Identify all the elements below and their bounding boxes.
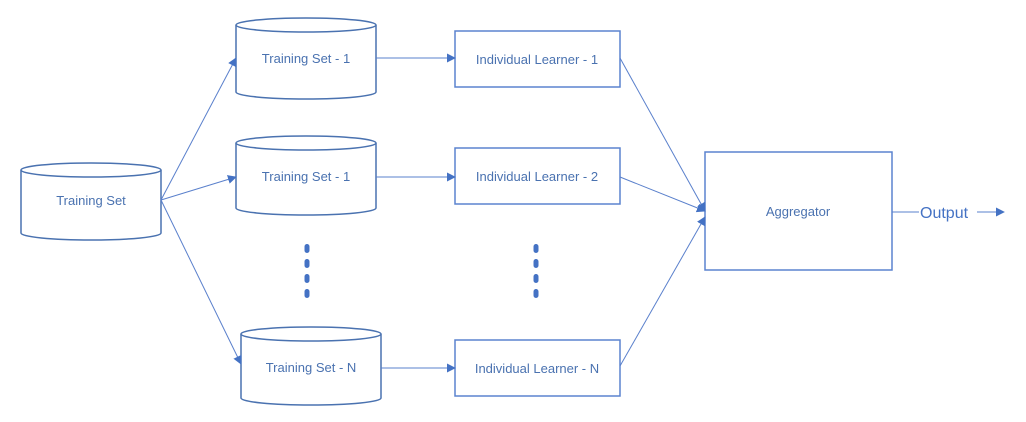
arrow-source-to-set-1: [160, 57, 237, 201]
ellipsis-learners: [533, 244, 539, 298]
ellipsis-dash: [533, 274, 539, 283]
training-set-2-label: Training Set - 1: [262, 169, 350, 184]
ellipsis-dash: [304, 289, 310, 298]
aggregator-label: Aggregator: [766, 204, 831, 219]
aggregator: Aggregator: [704, 151, 893, 271]
arrow-learner-2-to-aggregator: [619, 176, 706, 213]
ellipsis-dash: [533, 289, 539, 298]
output-label: Output: [920, 205, 969, 222]
ellipsis-dash: [304, 274, 310, 283]
training-set-1: Training Set - 1: [235, 17, 377, 100]
ellipsis-dash: [304, 259, 310, 268]
ellipsis-dash: [304, 244, 310, 253]
arrow-learner-1-to-aggregator: [619, 57, 706, 212]
arrow-learner-n-to-aggregator: [619, 216, 706, 367]
individual-learner-2: Individual Learner - 2: [454, 147, 621, 205]
individual-learner-1: Individual Learner - 1: [454, 30, 621, 88]
learner-n-label: Individual Learner - N: [475, 361, 599, 376]
training-set-n: Training Set - N: [240, 326, 382, 406]
ellipsis-training-sets: [304, 244, 310, 298]
ellipsis-dash: [533, 259, 539, 268]
training-set-n-label: Training Set - N: [266, 360, 357, 375]
source-label: Training Set: [56, 193, 126, 208]
training-set-1-label: Training Set - 1: [262, 51, 350, 66]
source-training-set: Training Set: [20, 162, 162, 241]
learner-1-label: Individual Learner - 1: [476, 52, 598, 67]
training-set-2: Training Set - 1: [235, 135, 377, 216]
arrow-source-to-set-n: [160, 199, 242, 365]
arrow-source-to-set-2: [160, 175, 237, 201]
ellipsis-dash: [533, 244, 539, 253]
individual-learner-n: Individual Learner - N: [454, 339, 621, 397]
learner-2-label: Individual Learner - 2: [476, 169, 598, 184]
